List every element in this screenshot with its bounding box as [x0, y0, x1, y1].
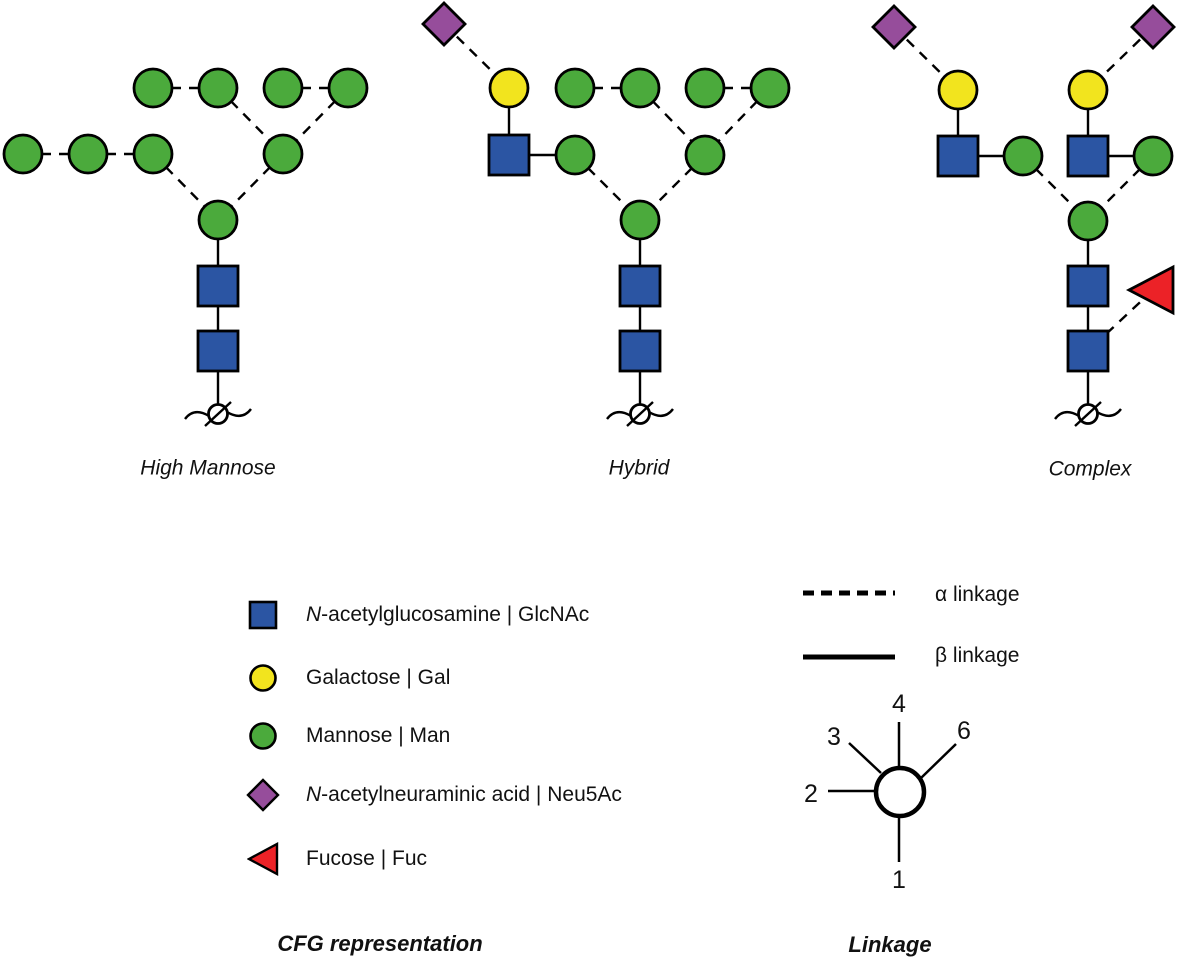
- glcnac-node: [196, 329, 240, 373]
- fuc-node: [1125, 264, 1175, 316]
- legend-item-label: Fucose | Fuc: [306, 847, 427, 870]
- structure-label: Complex: [1049, 458, 1133, 481]
- neu5ac-node: [1130, 4, 1176, 50]
- man-node: [1002, 135, 1044, 177]
- legend-item-label: N-acetylneuraminic acid | Neu5Ac: [306, 783, 622, 806]
- gal-node: [937, 69, 979, 111]
- beta-linkage-sample: [801, 649, 897, 667]
- linkage-position-label-3: 3: [827, 723, 841, 751]
- fucose-triangle-icon: [246, 842, 280, 876]
- linkage-position-line-3: [848, 742, 882, 774]
- man-node: [2, 133, 44, 175]
- neu5ac-node: [871, 4, 917, 50]
- linkage-position-label-2: 2: [804, 780, 818, 808]
- man-node: [749, 67, 791, 109]
- man-node: [262, 133, 304, 175]
- man-node: [554, 134, 596, 176]
- glcnac-node: [618, 329, 662, 373]
- structure-hybrid: Hybrid: [421, 1, 791, 480]
- legend-item-label: N-acetylglucosamine | GlcNAc: [306, 603, 590, 626]
- linkage-position-label-6: 6: [957, 717, 971, 745]
- man-node: [132, 133, 174, 175]
- man-node: [554, 67, 596, 109]
- beta-linkage-label: β linkage: [935, 644, 1020, 667]
- reducing-end: [606, 401, 674, 427]
- man-node: [684, 67, 726, 109]
- legend-item-fuc: Fucose | Fuc: [246, 837, 427, 881]
- legend-item-gal: Galactose | Gal: [246, 656, 450, 700]
- structure-label: High Mannose: [140, 457, 275, 480]
- reducing-end: [1054, 401, 1122, 427]
- structure-label: Hybrid: [609, 457, 671, 480]
- structure-complex: Complex: [871, 4, 1176, 481]
- man-node: [1132, 135, 1174, 177]
- man-node: [67, 133, 109, 175]
- man-node: [132, 67, 174, 109]
- gal-node: [488, 67, 530, 109]
- linkage-title: Linkage: [848, 932, 932, 957]
- legend-item-man: Mannose | Man: [246, 714, 450, 758]
- legend-item-label: Mannose | Man: [306, 724, 451, 747]
- galactose-circle-icon: [246, 663, 280, 693]
- glcnac-square-icon: [246, 600, 280, 630]
- reducing-end: [184, 401, 252, 427]
- legend-item-label: Galactose | Gal: [306, 666, 451, 689]
- man-node: [197, 67, 239, 109]
- man-node: [197, 199, 239, 241]
- alpha-linkage-label: α linkage: [935, 583, 1020, 606]
- glcnac-node: [618, 264, 662, 308]
- gal-node: [1067, 69, 1109, 111]
- man-node: [619, 199, 661, 241]
- linkage-position-line-6: [920, 743, 957, 779]
- linkage-position-label-1: 1: [892, 866, 906, 894]
- neu5ac-node: [421, 1, 467, 47]
- glcnac-node: [487, 133, 531, 177]
- man-node: [262, 67, 304, 109]
- legend-item-glcnac: N-acetylglucosamine | GlcNAc: [246, 593, 589, 637]
- legend-item-neu5ac: N-acetylneuraminic acid | Neu5Ac: [246, 773, 622, 817]
- glcnac-node: [196, 264, 240, 308]
- man-node: [1067, 200, 1109, 242]
- man-node: [327, 67, 369, 109]
- linkage-position-label-4: 4: [892, 690, 906, 718]
- structure-high-mannose: High Mannose: [2, 67, 369, 480]
- man-node: [619, 67, 661, 109]
- glcnac-node: [1066, 134, 1110, 178]
- glcnac-node: [1066, 329, 1110, 373]
- cfg-representation-title: CFG representation: [277, 931, 483, 956]
- man-node: [684, 134, 726, 176]
- glcnac-node: [936, 134, 980, 178]
- linkage-position-diagram: 4 3 2 6 1: [804, 690, 971, 894]
- mannose-circle-icon: [246, 721, 280, 751]
- glcnac-node: [1066, 264, 1110, 308]
- neu5ac-diamond-icon: [246, 778, 280, 812]
- alpha-linkage-sample: [801, 585, 897, 603]
- linkage-ring: [873, 765, 927, 819]
